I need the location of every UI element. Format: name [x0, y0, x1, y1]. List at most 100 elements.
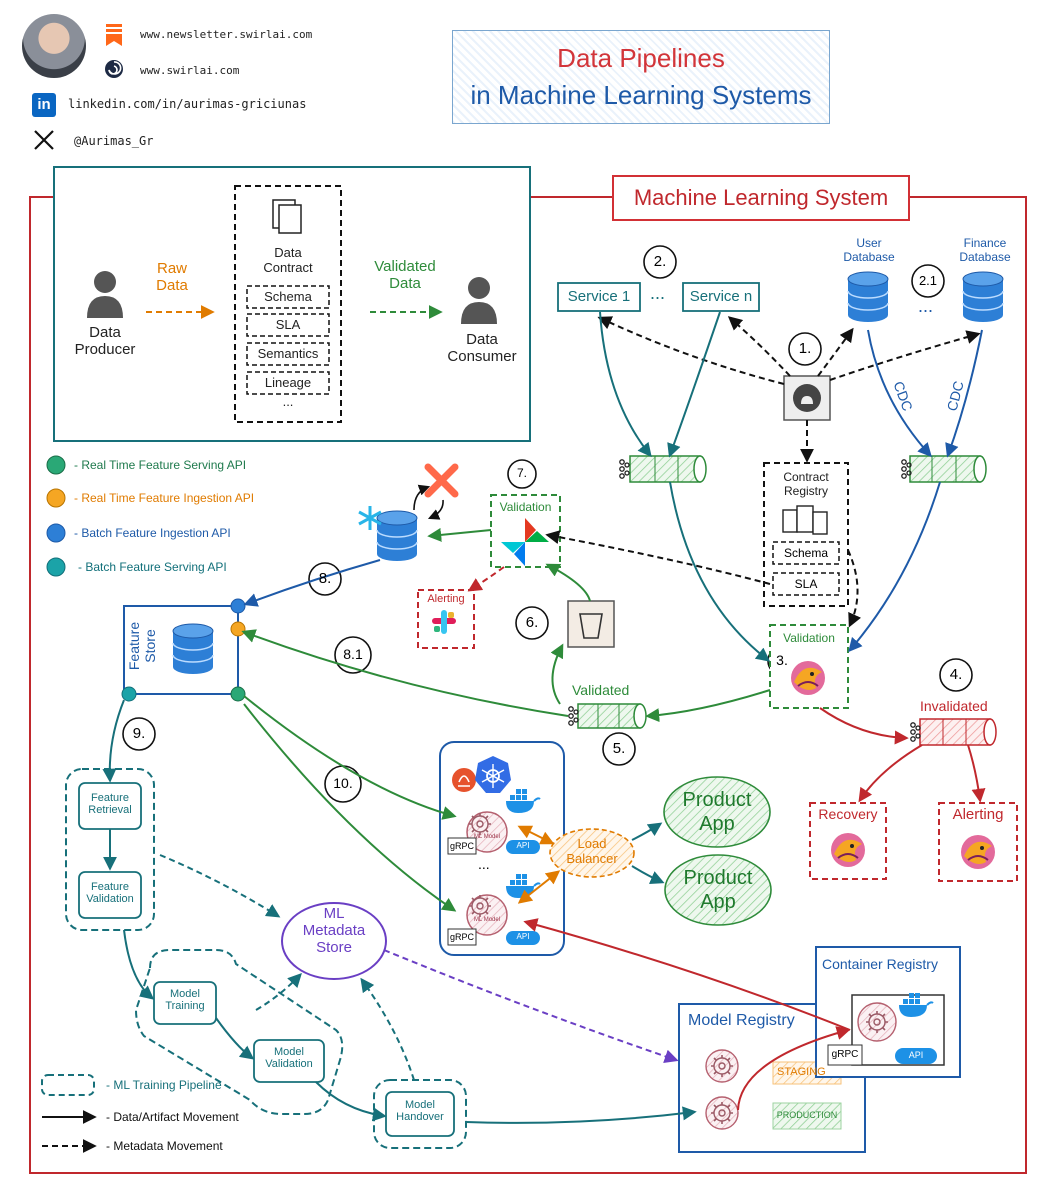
invalidated-topic-label: Invalidated — [920, 698, 988, 714]
arrow-github-service1 — [597, 316, 785, 385]
data-contract-box — [234, 185, 342, 423]
model-training-label: Model Training — [165, 988, 205, 1012]
contract-item-box — [246, 313, 330, 337]
snowflake-icon — [358, 506, 382, 530]
step-3-label: 3. — [776, 652, 788, 668]
arrow-validated-featurestore — [241, 629, 569, 717]
dbt-cycle-arrow-right — [427, 499, 444, 520]
arrow-metadata-registry — [383, 949, 679, 1063]
arrow-training-metadata — [255, 972, 302, 1011]
legend-pipeline-label: - ML Training Pipeline — [106, 1078, 222, 1092]
arrow-lb-app1 — [631, 822, 663, 841]
title-box: Data Pipelines in Machine Learning Syste… — [452, 30, 830, 124]
contract-registry-docs-icon — [782, 505, 828, 535]
linkedin-url[interactable]: linkedin.com/in/aurimas-griciunas — [68, 97, 307, 111]
x-icon — [32, 128, 56, 152]
airflow-validation-label: Validation — [499, 500, 552, 514]
site-url[interactable]: www.swirlai.com — [140, 64, 240, 77]
contract-registry-label: Contract Registry — [783, 470, 829, 498]
arrow-featurestore-model1 — [243, 695, 457, 820]
registry-schema-label: Schema — [783, 546, 829, 560]
recovery-label: Recovery — [818, 806, 878, 822]
ml-model-label-2: ML Model — [473, 917, 501, 923]
legend-data-label: - Data/Artifact Movement — [106, 1110, 239, 1124]
step-circle-1 — [788, 332, 822, 366]
ml-model-label-1: ML Model — [473, 834, 501, 840]
legend-dot-rt-serving — [46, 455, 66, 475]
arrow-airflow-alerting — [467, 566, 505, 592]
step-6-label: 6. — [525, 614, 539, 631]
step-circle-8-1 — [334, 636, 372, 674]
grpc-badge-2 — [447, 928, 477, 946]
s3-bucket-frame — [567, 600, 615, 648]
fs-port-rt-ingestion — [230, 621, 246, 637]
contract-item-sla: SLA — [275, 317, 301, 332]
producer-person-icon — [87, 271, 123, 318]
container-api-badge — [895, 1048, 937, 1064]
x-handle[interactable]: @Aurimas_Gr — [74, 134, 154, 148]
contract-item-box — [246, 285, 330, 309]
fs-port-batch-serving — [121, 686, 137, 702]
database-dots: ... — [918, 296, 934, 316]
product-app-label-1: Product App — [682, 789, 752, 835]
legend-dot-rt-ingestion — [46, 488, 66, 508]
product-app-1 — [663, 776, 771, 848]
arrow-invalidated-alerting — [967, 744, 986, 803]
user-database-label: User Database — [843, 236, 895, 264]
ml-metadata-store-label: ML Metadata Store — [302, 905, 366, 956]
finance-database-icon — [962, 271, 1004, 323]
substack-icon — [104, 24, 124, 46]
legend-pipeline-swatch — [41, 1074, 95, 1096]
slack-icon — [432, 610, 456, 634]
feature-store-label: Feature Store — [126, 621, 158, 671]
product-app-2 — [664, 854, 772, 926]
arrow-snowflake-featurestore — [243, 559, 381, 607]
staging-label: STAGING — [777, 1066, 826, 1078]
service-n-box — [682, 282, 760, 312]
alerting-label: Alerting — [952, 806, 1004, 823]
step-9-label: 9. — [132, 725, 146, 742]
s3-bucket-icon — [579, 613, 603, 639]
contract-item-more: ... — [282, 394, 294, 409]
arrow-mvalidation-handover — [315, 1081, 387, 1122]
recovery-flink-icon — [830, 832, 866, 868]
arrow-cdc-flink — [848, 481, 941, 653]
container-api-label: API — [908, 1050, 924, 1060]
validated-data-label: Validated Data — [374, 258, 436, 292]
model-registry-label: Model Registry — [688, 1012, 795, 1029]
kafka-topic-services — [619, 455, 707, 483]
arrow-financedb-cdc — [945, 329, 983, 458]
service-n-label: Service n — [689, 288, 753, 305]
arrow-registry-flink — [847, 549, 862, 628]
contract-item-semantics: Semantics — [257, 346, 319, 361]
grpc-badge-1 — [447, 837, 477, 855]
raw-data-label: Raw Data — [156, 260, 188, 294]
legend-dot-batch-serving — [46, 557, 66, 577]
alerting-flink-icon — [960, 834, 996, 870]
load-balancer — [549, 828, 635, 878]
arrow-registry-container — [737, 1026, 851, 1111]
arrow-handover-metadata — [360, 977, 415, 1081]
airflow-icon — [501, 518, 549, 566]
fs-port-rt-serving — [230, 686, 246, 702]
arrow-container-serving — [523, 918, 851, 1031]
ml-metadata-store — [281, 902, 387, 980]
step-circle-9 — [122, 717, 156, 751]
newsletter-url[interactable]: www.newsletter.swirlai.com — [140, 28, 313, 41]
consumer-person-icon — [461, 277, 497, 324]
step-8-label: 8. — [318, 570, 332, 587]
step-circle-5 — [602, 732, 636, 766]
arrow-registry-airflow — [545, 530, 771, 585]
arrow-github-financedb — [829, 330, 981, 381]
legend-rt-ingestion-label: - Real Time Feature Ingestion API — [74, 491, 255, 505]
contract-doc-icon — [272, 199, 302, 234]
contract-registry-box — [763, 462, 849, 607]
model-validation-box — [253, 1039, 325, 1083]
registry-sla-label: SLA — [794, 577, 818, 591]
arrow-service1-topic — [599, 311, 652, 458]
feature-validation-label: Feature Validation — [86, 881, 134, 905]
kafka-topic-validated — [568, 703, 647, 729]
arrow-flink-validated — [645, 689, 771, 723]
feature-store-db-icon — [172, 623, 214, 675]
